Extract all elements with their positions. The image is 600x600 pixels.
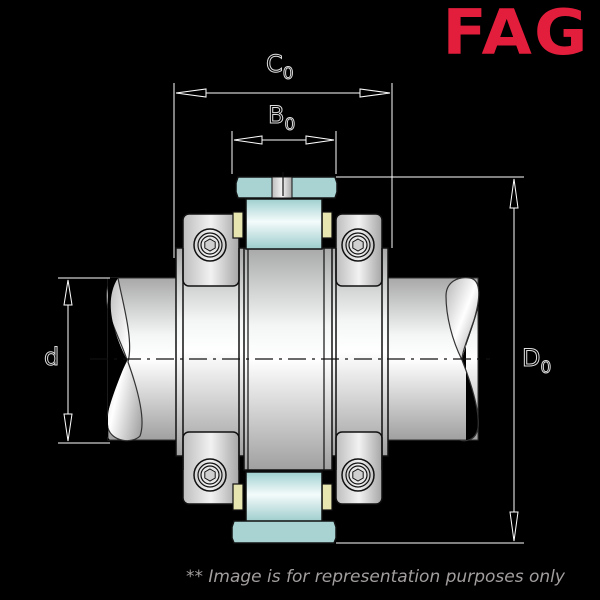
fag-logo: FAG	[442, 0, 590, 69]
dimension-symbol: B	[267, 101, 285, 129]
dimension-lines	[58, 83, 524, 544]
dimension-subscript: 0	[282, 64, 294, 84]
dimension-arrows	[63, 88, 519, 542]
cage-segments	[232, 211, 333, 511]
dimension-subscript: 0	[284, 115, 296, 135]
roller-bottom	[245, 471, 323, 523]
disclaimer-text: ** Image is for representation purposes …	[186, 567, 565, 587]
dimension-label-d: d	[43, 343, 60, 371]
dimension-symbol: D	[521, 344, 541, 372]
dimension-label-c0: C0	[266, 50, 295, 84]
hex-socket-screws	[193, 228, 375, 492]
dimension-label-d0: D0	[521, 344, 551, 378]
roller-top	[245, 198, 323, 250]
outer-ring-bottom	[231, 520, 337, 544]
dimension-symbol: d	[43, 343, 60, 371]
dimension-subscript: 0	[540, 358, 552, 378]
dimension-label-b0: B0	[267, 101, 295, 135]
dimension-symbol: C	[266, 50, 284, 78]
outer-ring-top	[235, 172, 338, 199]
